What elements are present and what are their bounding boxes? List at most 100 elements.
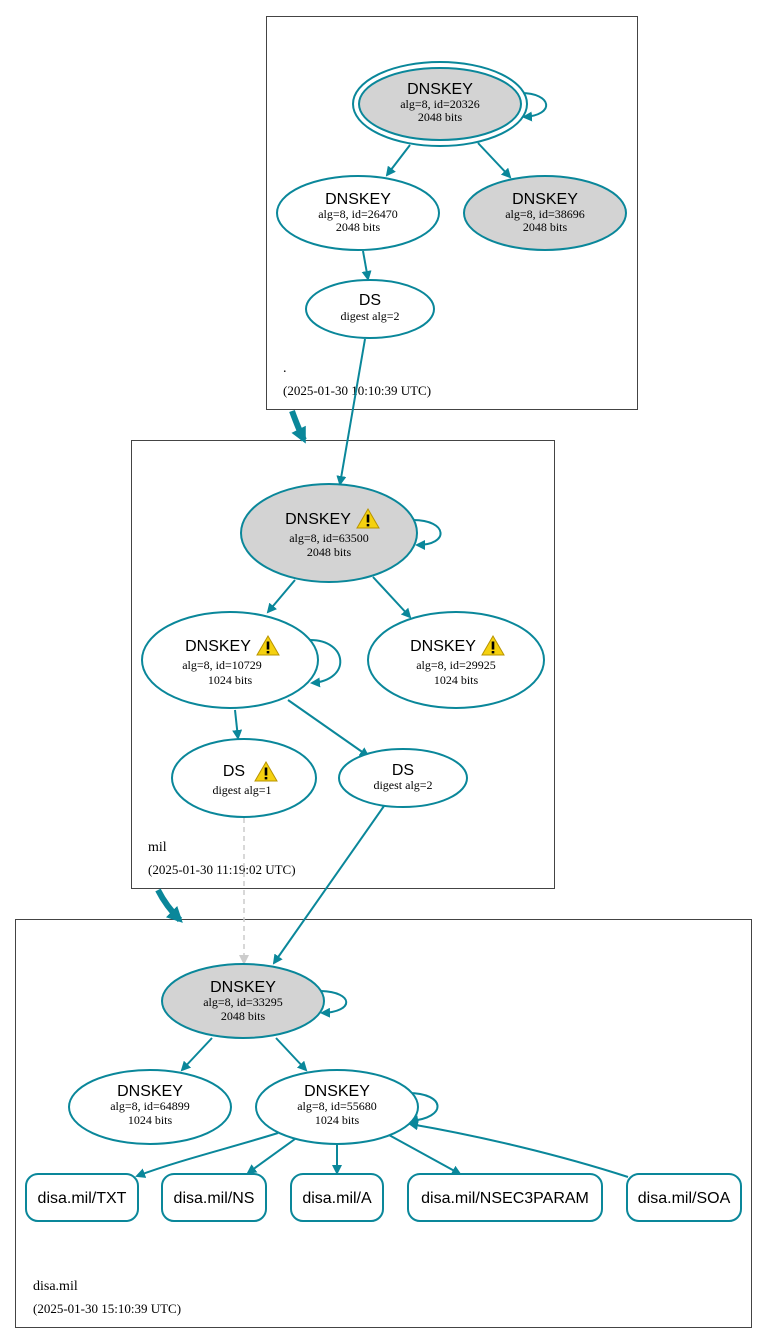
node-mil-zsk1[interactable]: DNSKEY alg=8, id=10729 1024 bits — [141, 611, 319, 709]
node-disa-zsk2[interactable]: DNSKEY alg=8, id=55680 1024 bits — [255, 1069, 419, 1145]
zone-disa: disa.mil (2025-01-30 15:10:39 UTC) — [15, 919, 752, 1328]
zone-disa-border — [15, 919, 752, 1328]
edge-mil-zsk1-ds2 — [287, 699, 370, 758]
mil-zsk2-ellipse — [367, 611, 545, 709]
edge-root-ksk-zsk2 — [477, 142, 512, 179]
node-root-ksk[interactable]: DNSKEY alg=8, id=20326 2048 bits — [352, 61, 528, 147]
root-zsk2-title: DNSKEY — [512, 191, 578, 208]
rrset-soa-box — [626, 1173, 742, 1222]
edge-root-ksk-zsk1 — [385, 144, 411, 177]
zone-mil: mil (2025-01-30 11:19:02 UTC) — [131, 440, 555, 889]
edge-soa-zsk2 — [408, 1120, 629, 1178]
edge-disa-ksk-zsk2 — [275, 1037, 308, 1072]
rrset-a-label: disa.mil/A — [302, 1190, 372, 1207]
mil-ds1-line1: digest alg=1 — [212, 783, 271, 797]
rrset-ns[interactable]: disa.mil/NS — [161, 1173, 267, 1222]
zone-root-name: . — [283, 361, 287, 376]
mil-zsk1-title: DNSKEY — [185, 638, 251, 655]
disa-zsk1-line1: alg=8, id=64899 — [110, 1099, 190, 1113]
disa-ksk-title: DNSKEY — [210, 979, 276, 996]
edge-mil-zsk1-ds1 — [232, 709, 243, 740]
mil-zsk2-line2: 1024 bits — [434, 673, 479, 687]
zone-root-border — [266, 16, 638, 410]
rrset-soa-label: disa.mil/SOA — [638, 1190, 731, 1207]
zone-disa-timestamp: (2025-01-30 15:10:39 UTC) — [33, 1301, 181, 1316]
root-ds-line1: digest alg=2 — [340, 309, 399, 323]
mil-ds2-ellipse — [338, 748, 468, 808]
node-root-zsk2[interactable]: DNSKEY alg=8, id=38696 2048 bits — [463, 175, 627, 251]
edge-mil-ksk-zsk1 — [266, 579, 296, 614]
root-ds-ellipse — [305, 279, 435, 339]
disa-zsk1-title: DNSKEY — [117, 1083, 183, 1100]
root-ds-title: DS — [359, 292, 381, 309]
root-ksk-line1: alg=8, id=20326 — [400, 97, 480, 111]
edge-root-zsk1-ds — [361, 250, 372, 281]
root-zsk1-ellipse — [276, 175, 440, 251]
rrset-txt[interactable]: disa.mil/TXT — [25, 1173, 139, 1222]
mil-ksk-line2: 2048 bits — [307, 545, 352, 559]
root-ksk-title: DNSKEY — [407, 81, 473, 98]
root-zsk1-line2: 2048 bits — [336, 220, 381, 234]
root-zsk2-line1: alg=8, id=38696 — [505, 207, 585, 221]
zone-mil-border — [131, 440, 555, 889]
rrset-nsec3param[interactable]: disa.mil/NSEC3PARAM — [407, 1173, 603, 1222]
root-ksk-line2: 2048 bits — [418, 110, 463, 124]
disa-zsk1-line2: 1024 bits — [128, 1113, 173, 1127]
root-zsk1-line1: alg=8, id=26470 — [318, 207, 398, 221]
node-disa-zsk1[interactable]: DNSKEY alg=8, id=64899 1024 bits — [68, 1069, 232, 1145]
edge-disa-zsk2-self — [407, 1092, 439, 1126]
node-mil-ksk[interactable]: DNSKEY alg=8, id=63500 2048 bits — [240, 483, 418, 583]
node-root-zsk1[interactable]: DNSKEY alg=8, id=26470 2048 bits — [276, 175, 440, 251]
root-zsk2-line2: 2048 bits — [523, 220, 568, 234]
mil-ds1-title: DS — [223, 763, 245, 780]
edge-mil-zsk1-self — [309, 639, 342, 688]
delegation-root-to-mil — [289, 409, 307, 444]
edge-root-ds-mil-ksk — [336, 338, 366, 486]
node-mil-ds2[interactable]: DS digest alg=2 — [338, 748, 468, 808]
root-ksk-ellipse — [358, 67, 522, 141]
edge-mil-ksk-zsk2 — [372, 576, 412, 619]
edge-mil-ksk-self — [412, 519, 442, 550]
mil-ksk-ellipse — [240, 483, 418, 583]
delegation-mil-to-disa — [155, 888, 183, 923]
zone-disa-name: disa.mil — [33, 1279, 78, 1294]
edge-disa-ksk-self — [320, 990, 348, 1018]
disa-ksk-line2: 2048 bits — [221, 1009, 266, 1023]
rrset-nsec3param-label: disa.mil/NSEC3PARAM — [421, 1190, 589, 1207]
edge-disa-ksk-zsk1 — [180, 1037, 213, 1072]
mil-ds2-line1: digest alg=2 — [373, 778, 432, 792]
rrset-txt-box — [25, 1173, 139, 1222]
node-root-ds[interactable]: DS digest alg=2 — [305, 279, 435, 339]
disa-ksk-line1: alg=8, id=33295 — [203, 995, 283, 1009]
mil-zsk1-line1: alg=8, id=10729 — [182, 658, 262, 672]
root-zsk1-title: DNSKEY — [325, 191, 391, 208]
disa-zsk2-title: DNSKEY — [304, 1083, 370, 1100]
rrset-ns-box — [161, 1173, 267, 1222]
edge-zsk2-ns — [246, 1138, 296, 1175]
node-mil-ds1[interactable]: DS digest alg=1 — [171, 738, 317, 818]
disa-ksk-ellipse — [161, 963, 325, 1039]
edges — [135, 92, 629, 1178]
root-zsk2-ellipse — [463, 175, 627, 251]
edge-root-ksk-self — [520, 92, 548, 122]
zone-mil-timestamp: (2025-01-30 11:19:02 UTC) — [148, 862, 296, 877]
disa-zsk2-line1: alg=8, id=55680 — [297, 1099, 377, 1113]
mil-zsk1-ellipse — [141, 611, 319, 709]
rrset-ns-label: disa.mil/NS — [174, 1190, 255, 1207]
zone-mil-name: mil — [148, 840, 167, 855]
edge-zsk2-txt — [135, 1132, 279, 1178]
edge-mil-ds2-disa-ksk — [272, 805, 385, 965]
mil-ksk-line1: alg=8, id=63500 — [289, 531, 369, 545]
rrset-soa[interactable]: disa.mil/SOA — [626, 1173, 742, 1222]
rrset-nsec3param-box — [407, 1173, 603, 1222]
disa-zsk2-ellipse — [255, 1069, 419, 1145]
node-disa-ksk[interactable]: DNSKEY alg=8, id=33295 2048 bits — [161, 963, 325, 1039]
node-mil-zsk2[interactable]: DNSKEY alg=8, id=29925 1024 bits — [367, 611, 545, 709]
mil-ds1-ellipse — [171, 738, 317, 818]
rrset-a-box — [290, 1173, 384, 1222]
edge-zsk2-nsec3param — [388, 1134, 462, 1175]
rrset-a[interactable]: disa.mil/A — [290, 1173, 384, 1222]
mil-zsk2-title: DNSKEY — [410, 638, 476, 655]
rrset-txt-label: disa.mil/TXT — [38, 1190, 127, 1207]
